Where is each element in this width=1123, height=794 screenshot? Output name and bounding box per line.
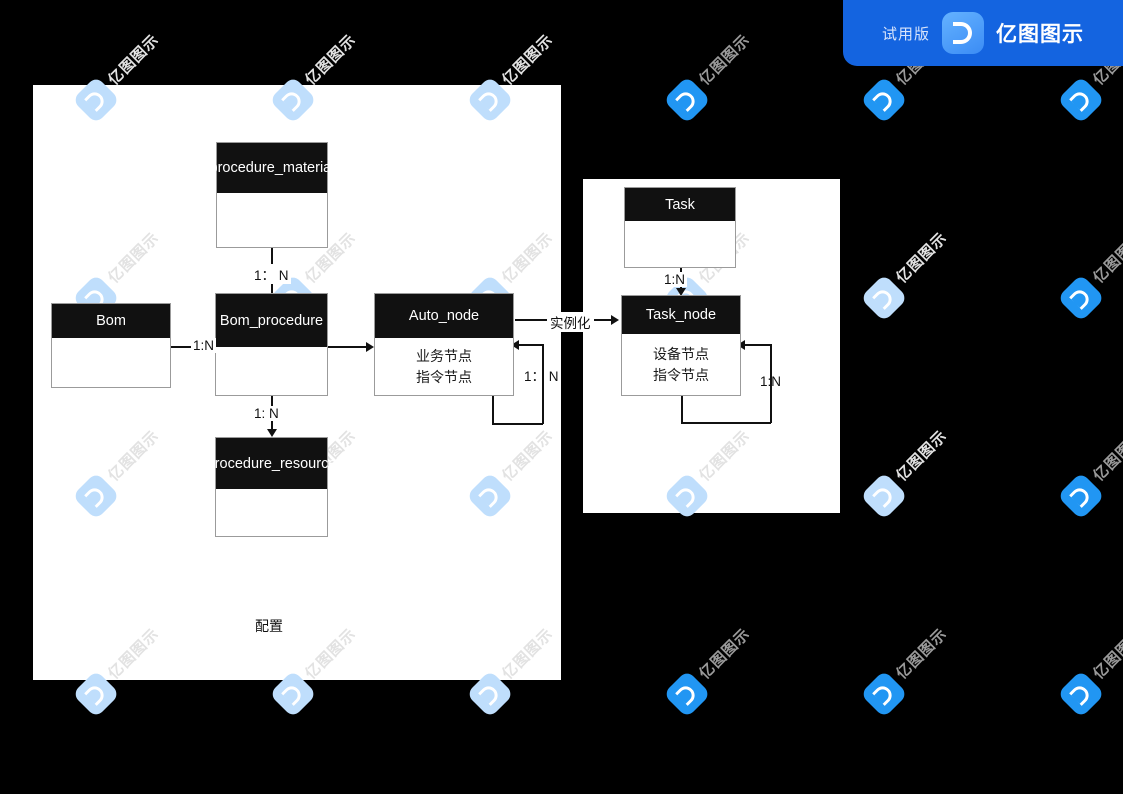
watermark-tile: 亿图图示	[663, 588, 802, 727]
entity-task-node[interactable]: Task_node 设备节点 指令节点	[621, 295, 741, 396]
watermark-text: 亿图图示	[1089, 624, 1123, 683]
entity-task-body	[625, 221, 735, 267]
watermark-tile: 亿图图示	[663, 0, 802, 133]
watermark-tile: 亿图图示	[860, 390, 999, 529]
edge-autonode-selfloop-bottom	[492, 423, 543, 425]
edge-tasknode-selfloop-bottom	[681, 422, 771, 424]
edge-autonode-selfloop-top	[519, 344, 543, 346]
watermark-text: 亿图图示	[1089, 228, 1123, 287]
entity-auto-node-title: Auto_node	[375, 294, 513, 338]
watermark-text: 亿图图示	[1089, 426, 1123, 485]
edraw-watermark-icon	[1057, 669, 1106, 719]
entity-task[interactable]: Task	[624, 187, 736, 268]
edge-tasknode-selfloop-right	[770, 344, 772, 423]
entity-task-node-row-1: 指令节点	[653, 366, 709, 383]
entity-task-title: Task	[625, 188, 735, 221]
entity-procedure-material-title: procedure_material	[210, 143, 334, 193]
watermark-tile: 亿图图示	[860, 588, 999, 727]
entity-bom[interactable]: Bom	[51, 303, 171, 388]
app-name-label: 亿图图示	[996, 22, 1084, 46]
watermark-text: 亿图图示	[695, 624, 754, 683]
configuration-group-label: 配置	[255, 618, 283, 634]
edge-autonode-selfloop-down	[492, 395, 494, 424]
entity-auto-node-row-0: 业务节点	[416, 347, 472, 364]
edge-label-bomprocedure-procedurematerial: 1： N	[252, 264, 291, 284]
edge-label-bomprocedure-procedureresource: 1: N	[252, 406, 281, 421]
edraw-watermark-icon	[663, 75, 712, 125]
entity-auto-node-body: 业务节点 指令节点	[375, 338, 513, 395]
arrow-right-tasknode	[611, 315, 619, 325]
entity-procedure-material-body	[217, 193, 327, 247]
watermark-text: 亿图图示	[104, 30, 163, 89]
entity-bom-procedure[interactable]: Bom_procedure	[215, 293, 328, 396]
entity-task-node-body: 设备节点 指令节点	[622, 334, 740, 395]
arrow-left-tasknode-selfloop	[737, 340, 745, 350]
watermark-text: 亿图图示	[498, 30, 557, 89]
edge-label-tasknode-selfloop: 1:N	[760, 374, 782, 389]
watermark-tile: 亿图图示	[1057, 192, 1123, 331]
entity-bom-procedure-title: Bom_procedure	[216, 294, 327, 347]
edraw-watermark-icon	[860, 273, 909, 323]
watermark-tile: 亿图图示	[1057, 588, 1123, 727]
edge-label-autonode-selfloop: 1： N	[524, 369, 559, 384]
edraw-watermark-icon	[860, 669, 909, 719]
edge-tasknode-selfloop-top	[745, 344, 771, 346]
trial-badge[interactable]: 试用版 亿图图示	[843, 0, 1123, 66]
entity-procedure-resource[interactable]: procedure_resource	[207, 437, 336, 537]
entity-procedure-resource-body	[216, 489, 327, 536]
arrow-down-procedureresource	[267, 429, 277, 437]
edraw-watermark-icon	[860, 471, 909, 521]
entity-procedure-resource-title: procedure_resource	[207, 438, 336, 489]
watermark-tile: 亿图图示	[860, 192, 999, 331]
edraw-logo-icon	[942, 12, 984, 54]
entity-procedure-material[interactable]: procedure_material	[210, 142, 334, 248]
watermark-text: 亿图图示	[892, 426, 951, 485]
entity-bom-procedure-body	[216, 347, 327, 395]
entity-auto-node-row-1: 指令节点	[416, 368, 472, 385]
edge-label-task-tasknode: 1:N	[662, 272, 688, 287]
watermark-tile: 亿图图示	[1057, 390, 1123, 529]
entity-task-node-row-0: 设备节点	[653, 345, 709, 362]
edge-label-autonode-tasknode: 实例化	[547, 312, 594, 332]
watermark-text: 亿图图示	[892, 228, 951, 287]
edraw-watermark-icon	[1057, 75, 1106, 125]
watermark-text: 亿图图示	[892, 624, 951, 683]
edraw-watermark-icon	[1057, 471, 1106, 521]
arrow-left-autonode-selfloop	[511, 340, 519, 350]
entity-bom-body	[52, 338, 170, 387]
arrow-right-autonode	[366, 342, 374, 352]
entity-task-node-title: Task_node	[622, 296, 740, 334]
watermark-text: 亿图图示	[301, 30, 360, 89]
entity-auto-node[interactable]: Auto_node 业务节点 指令节点	[374, 293, 514, 396]
trial-label: 试用版	[881, 24, 930, 43]
edge-bomprocedure-autonode	[328, 346, 368, 348]
watermark-text: 亿图图示	[695, 30, 754, 89]
edge-label-bom-bomprocedure: 1:N	[191, 338, 217, 353]
edraw-watermark-icon	[860, 75, 909, 125]
entity-bom-title: Bom	[52, 304, 170, 338]
edge-tasknode-selfloop-down	[681, 396, 683, 423]
edraw-watermark-icon	[1057, 273, 1106, 323]
edraw-watermark-icon	[663, 669, 712, 719]
edge-autonode-selfloop-right	[542, 344, 544, 424]
